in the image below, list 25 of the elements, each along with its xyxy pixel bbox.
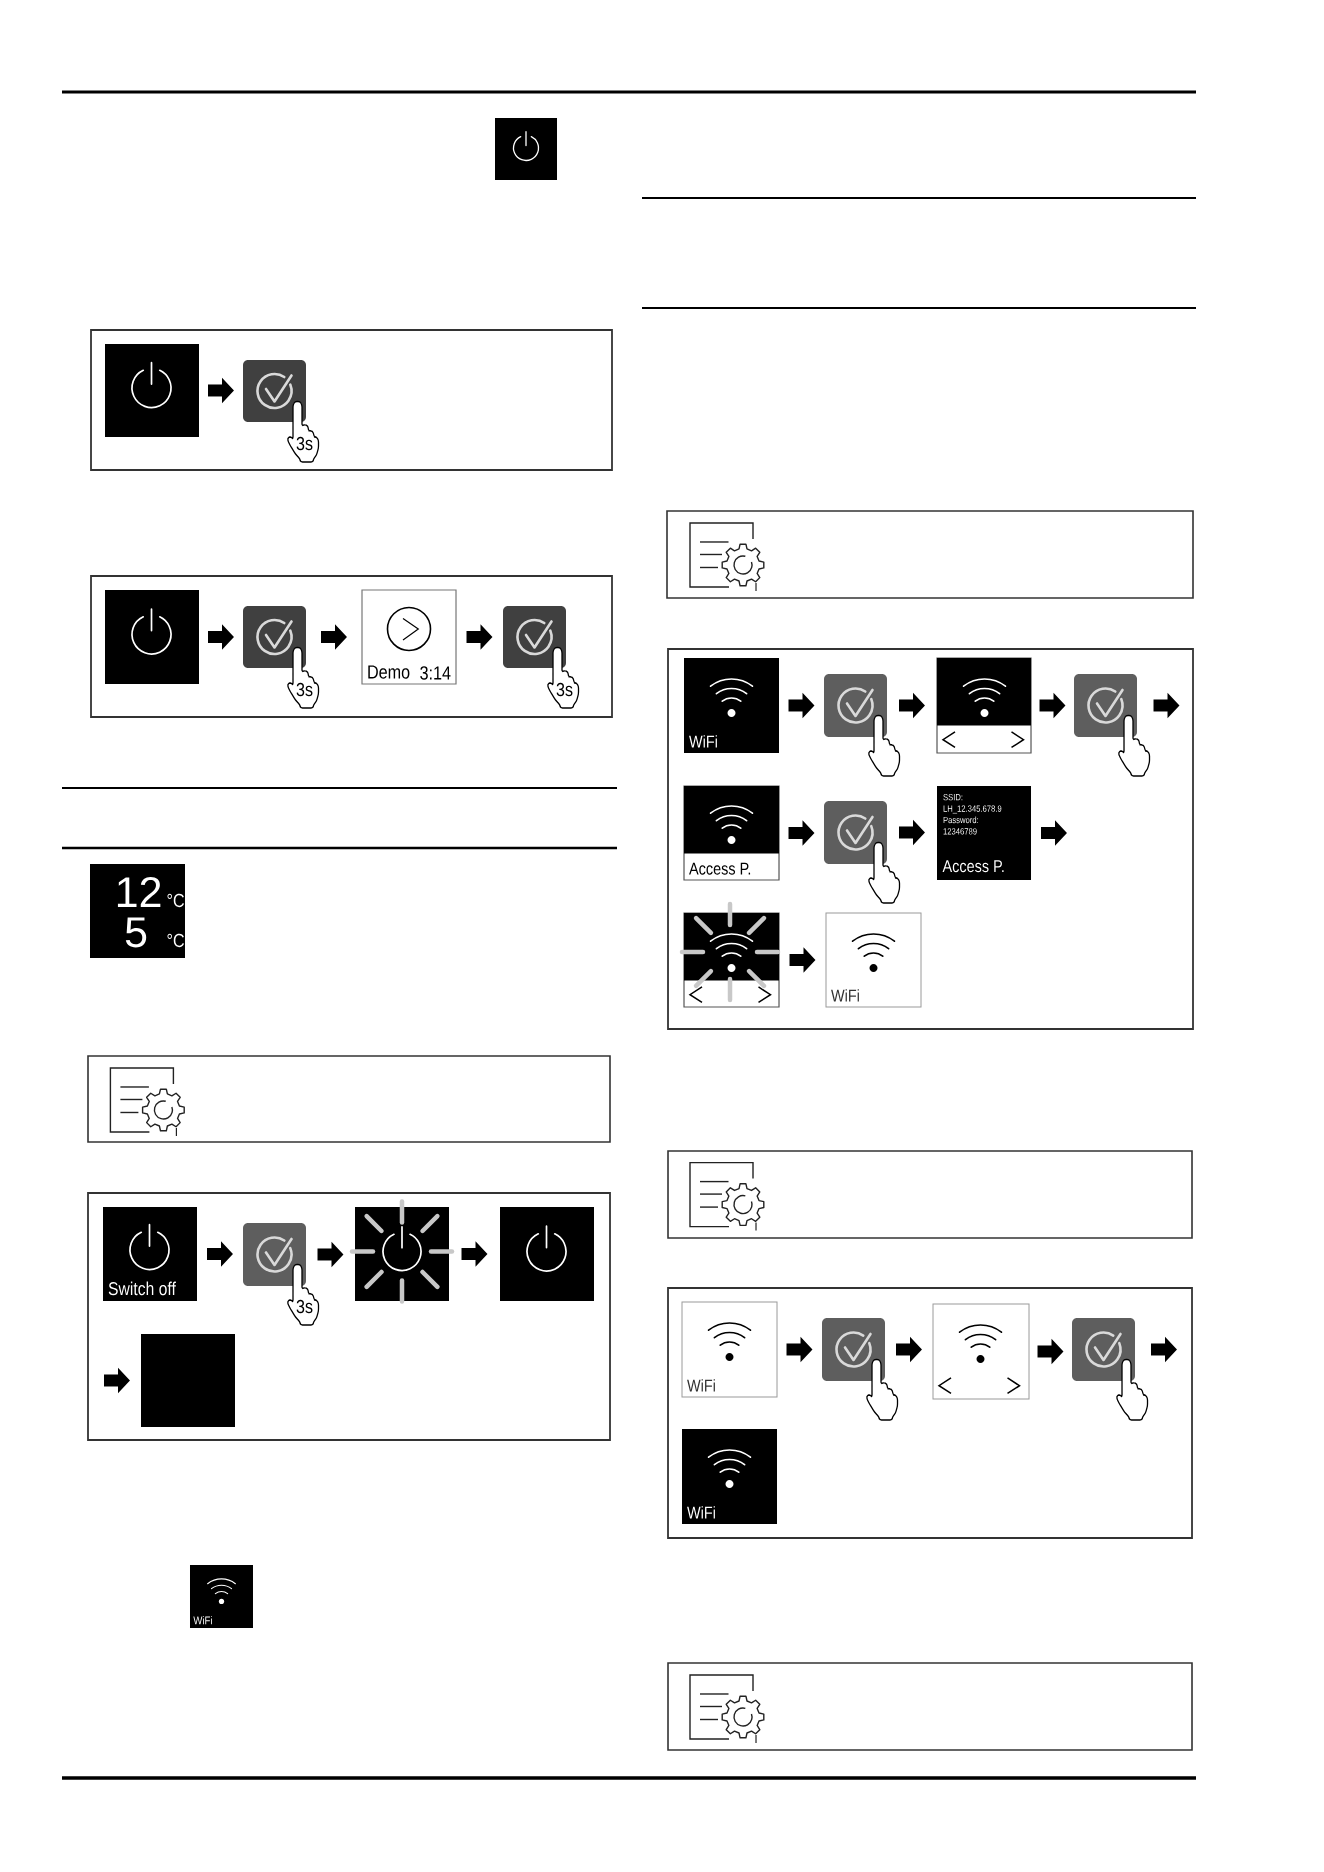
display-label: Switch off xyxy=(108,1281,176,1296)
step-panel xyxy=(667,1287,1193,1539)
temperature-value: 5 xyxy=(125,917,147,948)
step-panel xyxy=(87,1192,611,1441)
time-label: 3:14 xyxy=(420,666,451,680)
display-label: WiFi xyxy=(689,735,717,748)
duration-label: 3s xyxy=(296,436,313,451)
unit-label: °C xyxy=(167,893,184,908)
display-label: WiFi xyxy=(687,1506,715,1519)
display-label: WiFi xyxy=(193,1616,212,1625)
display-label: Access P. xyxy=(942,860,1004,873)
step-panel xyxy=(667,648,1194,1030)
mode-label: Demo xyxy=(368,665,410,679)
display-tile xyxy=(141,1334,235,1427)
unit-label: °C xyxy=(167,933,184,948)
duration-label: 3s xyxy=(556,682,573,697)
display-label: Access P. xyxy=(689,862,751,875)
step-panel xyxy=(90,575,613,718)
duration-label: 3s xyxy=(296,1299,313,1314)
network-details: SSID: LH_12.345.678.9 Password: 12346789 xyxy=(943,794,1002,835)
display-label: WiFi xyxy=(687,1379,715,1392)
step-panel xyxy=(90,329,613,471)
duration-label: 3s xyxy=(296,682,313,697)
temperature-value: 12 xyxy=(117,876,161,907)
display-label: WiFi xyxy=(831,989,859,1002)
